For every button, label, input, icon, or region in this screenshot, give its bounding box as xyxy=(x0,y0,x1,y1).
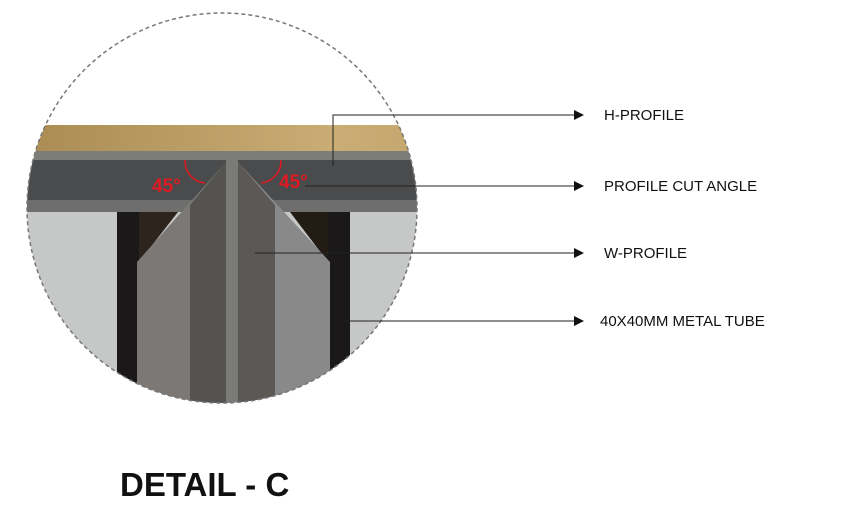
label-metal-tube: 40X40MM METAL TUBE xyxy=(600,313,765,330)
h-profile-top xyxy=(27,151,417,160)
right-metal-tube xyxy=(328,212,350,403)
label-w-profile: W-PROFILE xyxy=(604,245,688,262)
label-profile-cut-angle: PROFILE CUT ANGLE xyxy=(604,178,758,195)
wood-board xyxy=(27,125,417,151)
angle-label-right: 45° xyxy=(279,172,308,193)
angle-label-left: 45° xyxy=(152,176,181,197)
leader-h-profile xyxy=(332,114,574,166)
left-metal-tube xyxy=(117,212,139,403)
detail-title: DETAIL - C xyxy=(120,466,290,503)
label-h-profile: H-PROFILE xyxy=(604,107,685,124)
